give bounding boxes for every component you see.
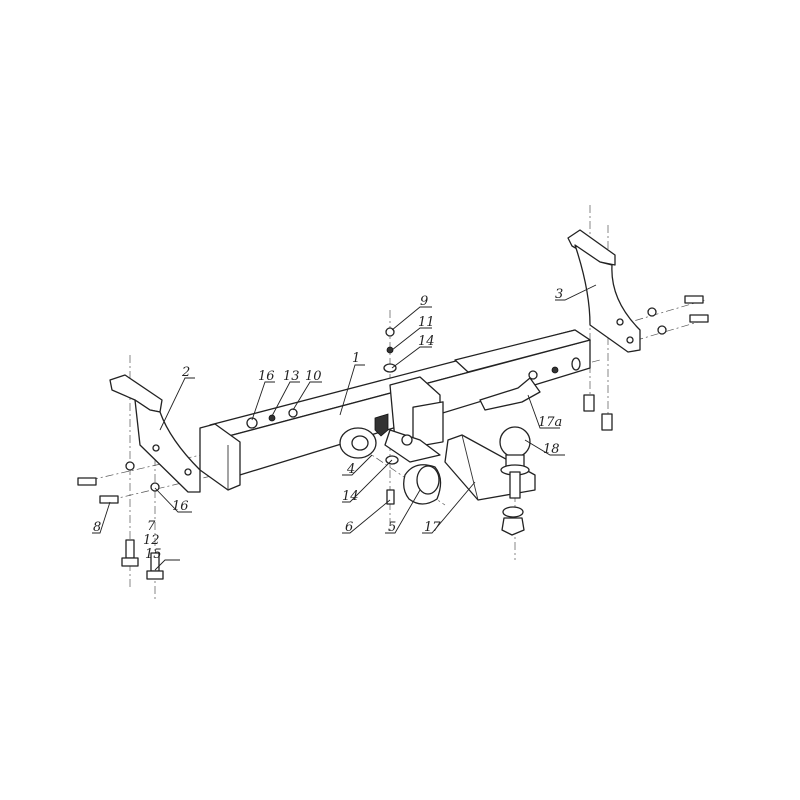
left-bracket (109, 374, 201, 493)
receiver-tube (374, 376, 444, 463)
spring-washer-right (551, 366, 559, 374)
bolt-vertical-left-1 (121, 539, 139, 567)
callout-16-bottom: 16 (172, 499, 189, 514)
spring-washer-11 (386, 346, 394, 354)
callout-2: 2 (181, 365, 190, 380)
callout-18: 18 (543, 442, 560, 457)
washer-14-top (383, 363, 397, 373)
bolt-right-1 (684, 295, 704, 304)
callout-7: 7 (147, 519, 156, 534)
callout-3: 3 (555, 287, 563, 302)
spring-washer-13 (268, 414, 276, 422)
washer-right-1 (647, 307, 657, 317)
callout-4: 4 (346, 462, 355, 477)
callouts: 1 2 3 4 5 6 7 8 9 10 11 12 13 14 14 15 1… (93, 287, 563, 562)
callout-1: 1 (352, 351, 360, 366)
bolt-6 (386, 489, 395, 505)
nut-10 (288, 408, 298, 418)
callout-14-top: 14 (418, 334, 435, 349)
fasteners (77, 295, 709, 580)
washer-right-2 (657, 325, 667, 335)
callout-14-bottom: 14 (342, 489, 359, 504)
callout-10: 10 (305, 369, 322, 384)
nut-right (528, 370, 538, 380)
leader-lines (92, 284, 597, 571)
callout-16-top: 16 (258, 369, 275, 384)
washer-right (571, 357, 581, 371)
callout-5: 5 (388, 520, 396, 535)
callout-17: 17 (424, 520, 441, 535)
washer-16-left (150, 482, 160, 492)
electrical-socket (403, 464, 442, 505)
callout-8: 8 (93, 520, 101, 535)
callout-17a: 17a (538, 415, 562, 430)
washer-left (125, 461, 135, 471)
bolt-right-2 (689, 314, 709, 323)
callout-15: 15 (145, 547, 162, 562)
chain-loop (479, 377, 541, 411)
callout-13: 13 (283, 369, 300, 384)
bolt-vertical-left-2 (146, 552, 164, 580)
bolt-left-1 (77, 477, 97, 486)
callout-9: 9 (420, 294, 428, 309)
tow-ball (499, 426, 531, 536)
callout-12: 12 (143, 533, 160, 548)
right-bracket (567, 229, 641, 353)
callout-11: 11 (418, 315, 435, 330)
socket-bracket (339, 427, 377, 459)
washer-16-top (246, 417, 258, 429)
bolt-vertical-right-1 (583, 394, 595, 412)
bolt-left-8 (99, 495, 119, 504)
bolt-vertical-right-2 (601, 413, 613, 431)
callout-6: 6 (345, 520, 353, 535)
